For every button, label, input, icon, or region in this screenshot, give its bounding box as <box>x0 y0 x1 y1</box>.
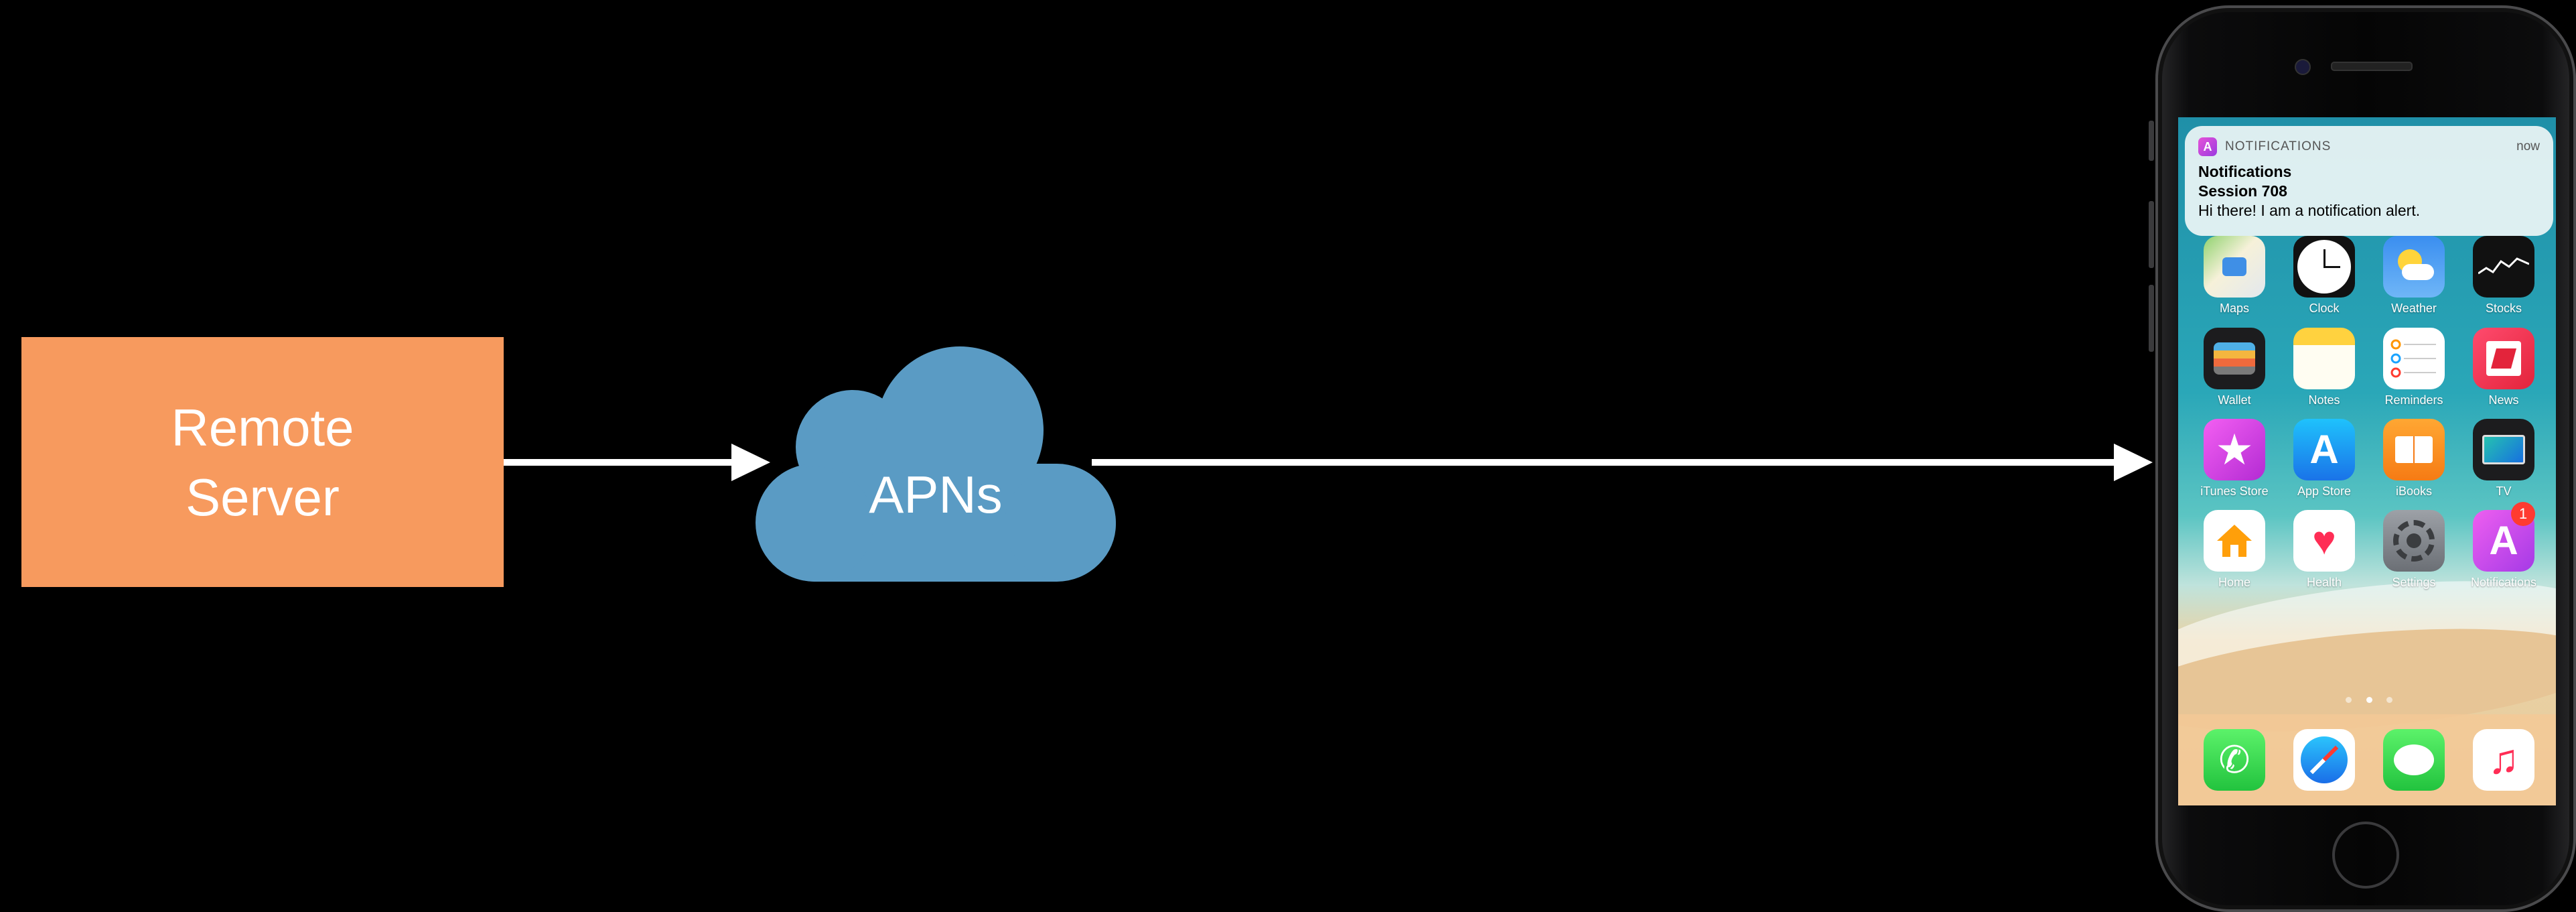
app-wallet[interactable]: Wallet <box>2190 328 2279 407</box>
app-store-icon: A <box>2293 419 2355 480</box>
weather-icon <box>2383 236 2445 298</box>
notifications-icon: A <box>2473 510 2534 572</box>
home-icon <box>2204 510 2265 572</box>
app-stocks[interactable]: Stocks <box>2459 236 2549 316</box>
ibooks-icon <box>2383 419 2445 480</box>
app-maps[interactable]: Maps <box>2190 236 2279 316</box>
page-dot <box>2346 697 2352 703</box>
dock-music[interactable]: ♫ <box>2459 729 2549 791</box>
volume-down-button <box>2149 285 2154 352</box>
app-label: Notifications <box>2470 576 2537 589</box>
maps-icon <box>2204 236 2265 298</box>
app-notifications[interactable]: A 1 Notifications <box>2459 502 2549 590</box>
music-icon: ♫ <box>2473 729 2534 791</box>
app-label: Home <box>2218 576 2250 589</box>
arrow-apns-to-device <box>1092 459 2117 466</box>
stocks-icon <box>2473 236 2534 298</box>
app-label: Notes <box>2308 393 2340 407</box>
earpiece-speaker <box>2331 62 2413 71</box>
notification-banner[interactable]: A NOTIFICATIONS now Notifications Sessio… <box>2185 126 2553 236</box>
app-reminders[interactable]: Reminders <box>2369 328 2459 407</box>
arrow-head-device <box>2114 444 2153 481</box>
reminders-icon <box>2383 328 2445 389</box>
app-label: iBooks <box>2395 484 2433 498</box>
app-label: Reminders <box>2384 393 2443 407</box>
apns-cloud-icon <box>756 346 1116 582</box>
wallet-icon <box>2204 328 2265 389</box>
app-tv[interactable]: TV <box>2459 419 2549 499</box>
app-label: App Store <box>2297 484 2352 498</box>
app-label: News <box>2488 393 2519 407</box>
app-label: Wallet <box>2218 393 2251 407</box>
tv-icon <box>2473 419 2534 480</box>
volume-up-button <box>2149 201 2154 268</box>
arrow-server-to-apns <box>504 459 731 466</box>
notification-badge: 1 <box>2511 502 2535 526</box>
server-label-line2: Server <box>186 467 340 527</box>
app-health[interactable]: ♥ Health <box>2279 510 2369 590</box>
notification-subtitle: Session 708 <box>2198 182 2287 200</box>
itunes-store-icon: ★ <box>2204 419 2265 480</box>
dock-phone[interactable]: ✆ <box>2190 729 2279 791</box>
app-itunes-store[interactable]: ★ iTunes Store <box>2190 419 2279 499</box>
messages-icon <box>2383 729 2445 791</box>
arrow-head-apns <box>731 444 770 481</box>
app-news[interactable]: News <box>2459 328 2549 407</box>
apns-label: APNs <box>869 465 1003 524</box>
app-label: TV <box>2496 484 2512 498</box>
notification-title: Notifications <box>2198 163 2292 180</box>
app-weather[interactable]: Weather <box>2369 236 2459 316</box>
remote-server-box: Remote Server <box>21 337 504 587</box>
notes-icon <box>2293 328 2355 389</box>
app-label: Clock <box>2309 302 2340 315</box>
settings-icon <box>2383 510 2445 572</box>
app-label: Health <box>2306 576 2342 589</box>
notifications-app-icon: A <box>2198 137 2217 156</box>
app-app-store[interactable]: A App Store <box>2279 419 2369 499</box>
app-label: iTunes Store <box>2200 484 2269 498</box>
news-icon <box>2473 328 2534 389</box>
app-home[interactable]: Home <box>2190 510 2279 590</box>
clock-icon <box>2293 236 2355 298</box>
page-dot-active <box>2366 697 2372 703</box>
notification-time: now <box>2516 139 2540 153</box>
server-label-line1: Remote <box>171 397 354 457</box>
app-notes[interactable]: Notes <box>2279 328 2369 407</box>
app-label: Settings <box>2392 576 2436 589</box>
phone-icon: ✆ <box>2204 729 2265 791</box>
dock-safari[interactable] <box>2279 729 2369 791</box>
mute-switch <box>2149 121 2154 161</box>
front-camera <box>2295 59 2311 75</box>
health-icon: ♥ <box>2293 510 2355 572</box>
safari-icon <box>2293 729 2355 791</box>
home-button[interactable] <box>2332 822 2399 889</box>
app-label: Maps <box>2219 302 2249 315</box>
notification-body: Hi there! I am a notification alert. <box>2198 202 2421 219</box>
app-clock[interactable]: Clock <box>2279 236 2369 316</box>
page-indicator[interactable] <box>2346 697 2392 705</box>
app-settings[interactable]: Settings <box>2369 510 2459 590</box>
app-label: Stocks <box>2485 302 2522 315</box>
notification-app-name: NOTIFICATIONS <box>2225 139 2332 153</box>
page-dot <box>2386 697 2392 703</box>
dock-messages[interactable] <box>2369 729 2459 791</box>
app-label: Weather <box>2391 302 2437 315</box>
app-ibooks[interactable]: iBooks <box>2369 419 2459 499</box>
